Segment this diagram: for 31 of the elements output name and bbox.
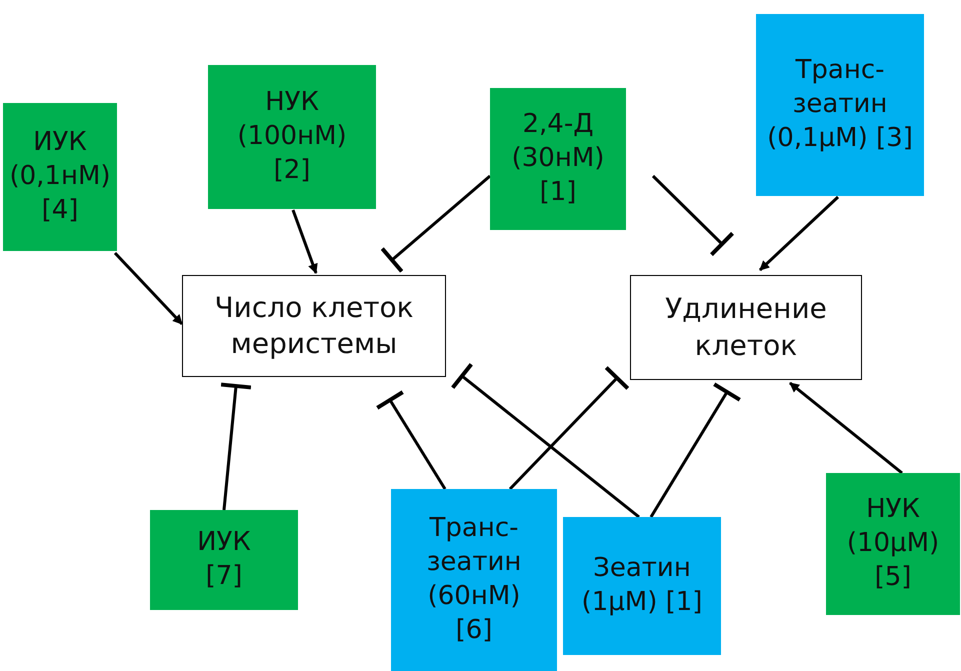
arrow	[114, 252, 184, 326]
node-label: Зеатин (1μМ) [1]	[580, 552, 704, 619]
node-label: Транс-зеатин (60нМ) [6]	[426, 512, 522, 647]
hormone-box	[391, 489, 557, 671]
arrow	[758, 196, 840, 272]
inhibition-line	[652, 174, 735, 257]
inhibition-line	[375, 390, 446, 490]
node-label: Число клеток меристемы	[213, 290, 415, 362]
node-label: НУК (100нМ) [2]	[236, 86, 348, 187]
hormone-box	[826, 473, 960, 615]
inhibition-line	[650, 382, 742, 518]
hormone-box	[3, 103, 117, 251]
effect-box	[182, 275, 446, 377]
node-label: НУК (10μМ) [5]	[846, 493, 940, 594]
hormone-box	[563, 517, 721, 655]
inhibition-line	[450, 362, 640, 518]
hormone-box	[208, 65, 376, 209]
hormone-box	[150, 510, 298, 610]
inhibition-line	[380, 174, 491, 274]
node-label: ИУК [7]	[196, 526, 252, 593]
effect-box	[630, 275, 862, 380]
arrow	[292, 209, 318, 274]
node-label: 2,4-Д (30нМ) [1]	[510, 108, 606, 209]
arrow	[789, 382, 903, 474]
node-label: Удлинение клеток	[664, 291, 828, 364]
hormone-box	[756, 14, 924, 196]
hormone-box	[490, 88, 626, 230]
inhibition-line	[219, 382, 253, 510]
node-label: Транс-зеатин (0,1μМ) [3]	[766, 54, 914, 155]
inhibition-line	[508, 366, 630, 490]
node-label: ИУК (0,1нМ) [4]	[8, 126, 112, 227]
